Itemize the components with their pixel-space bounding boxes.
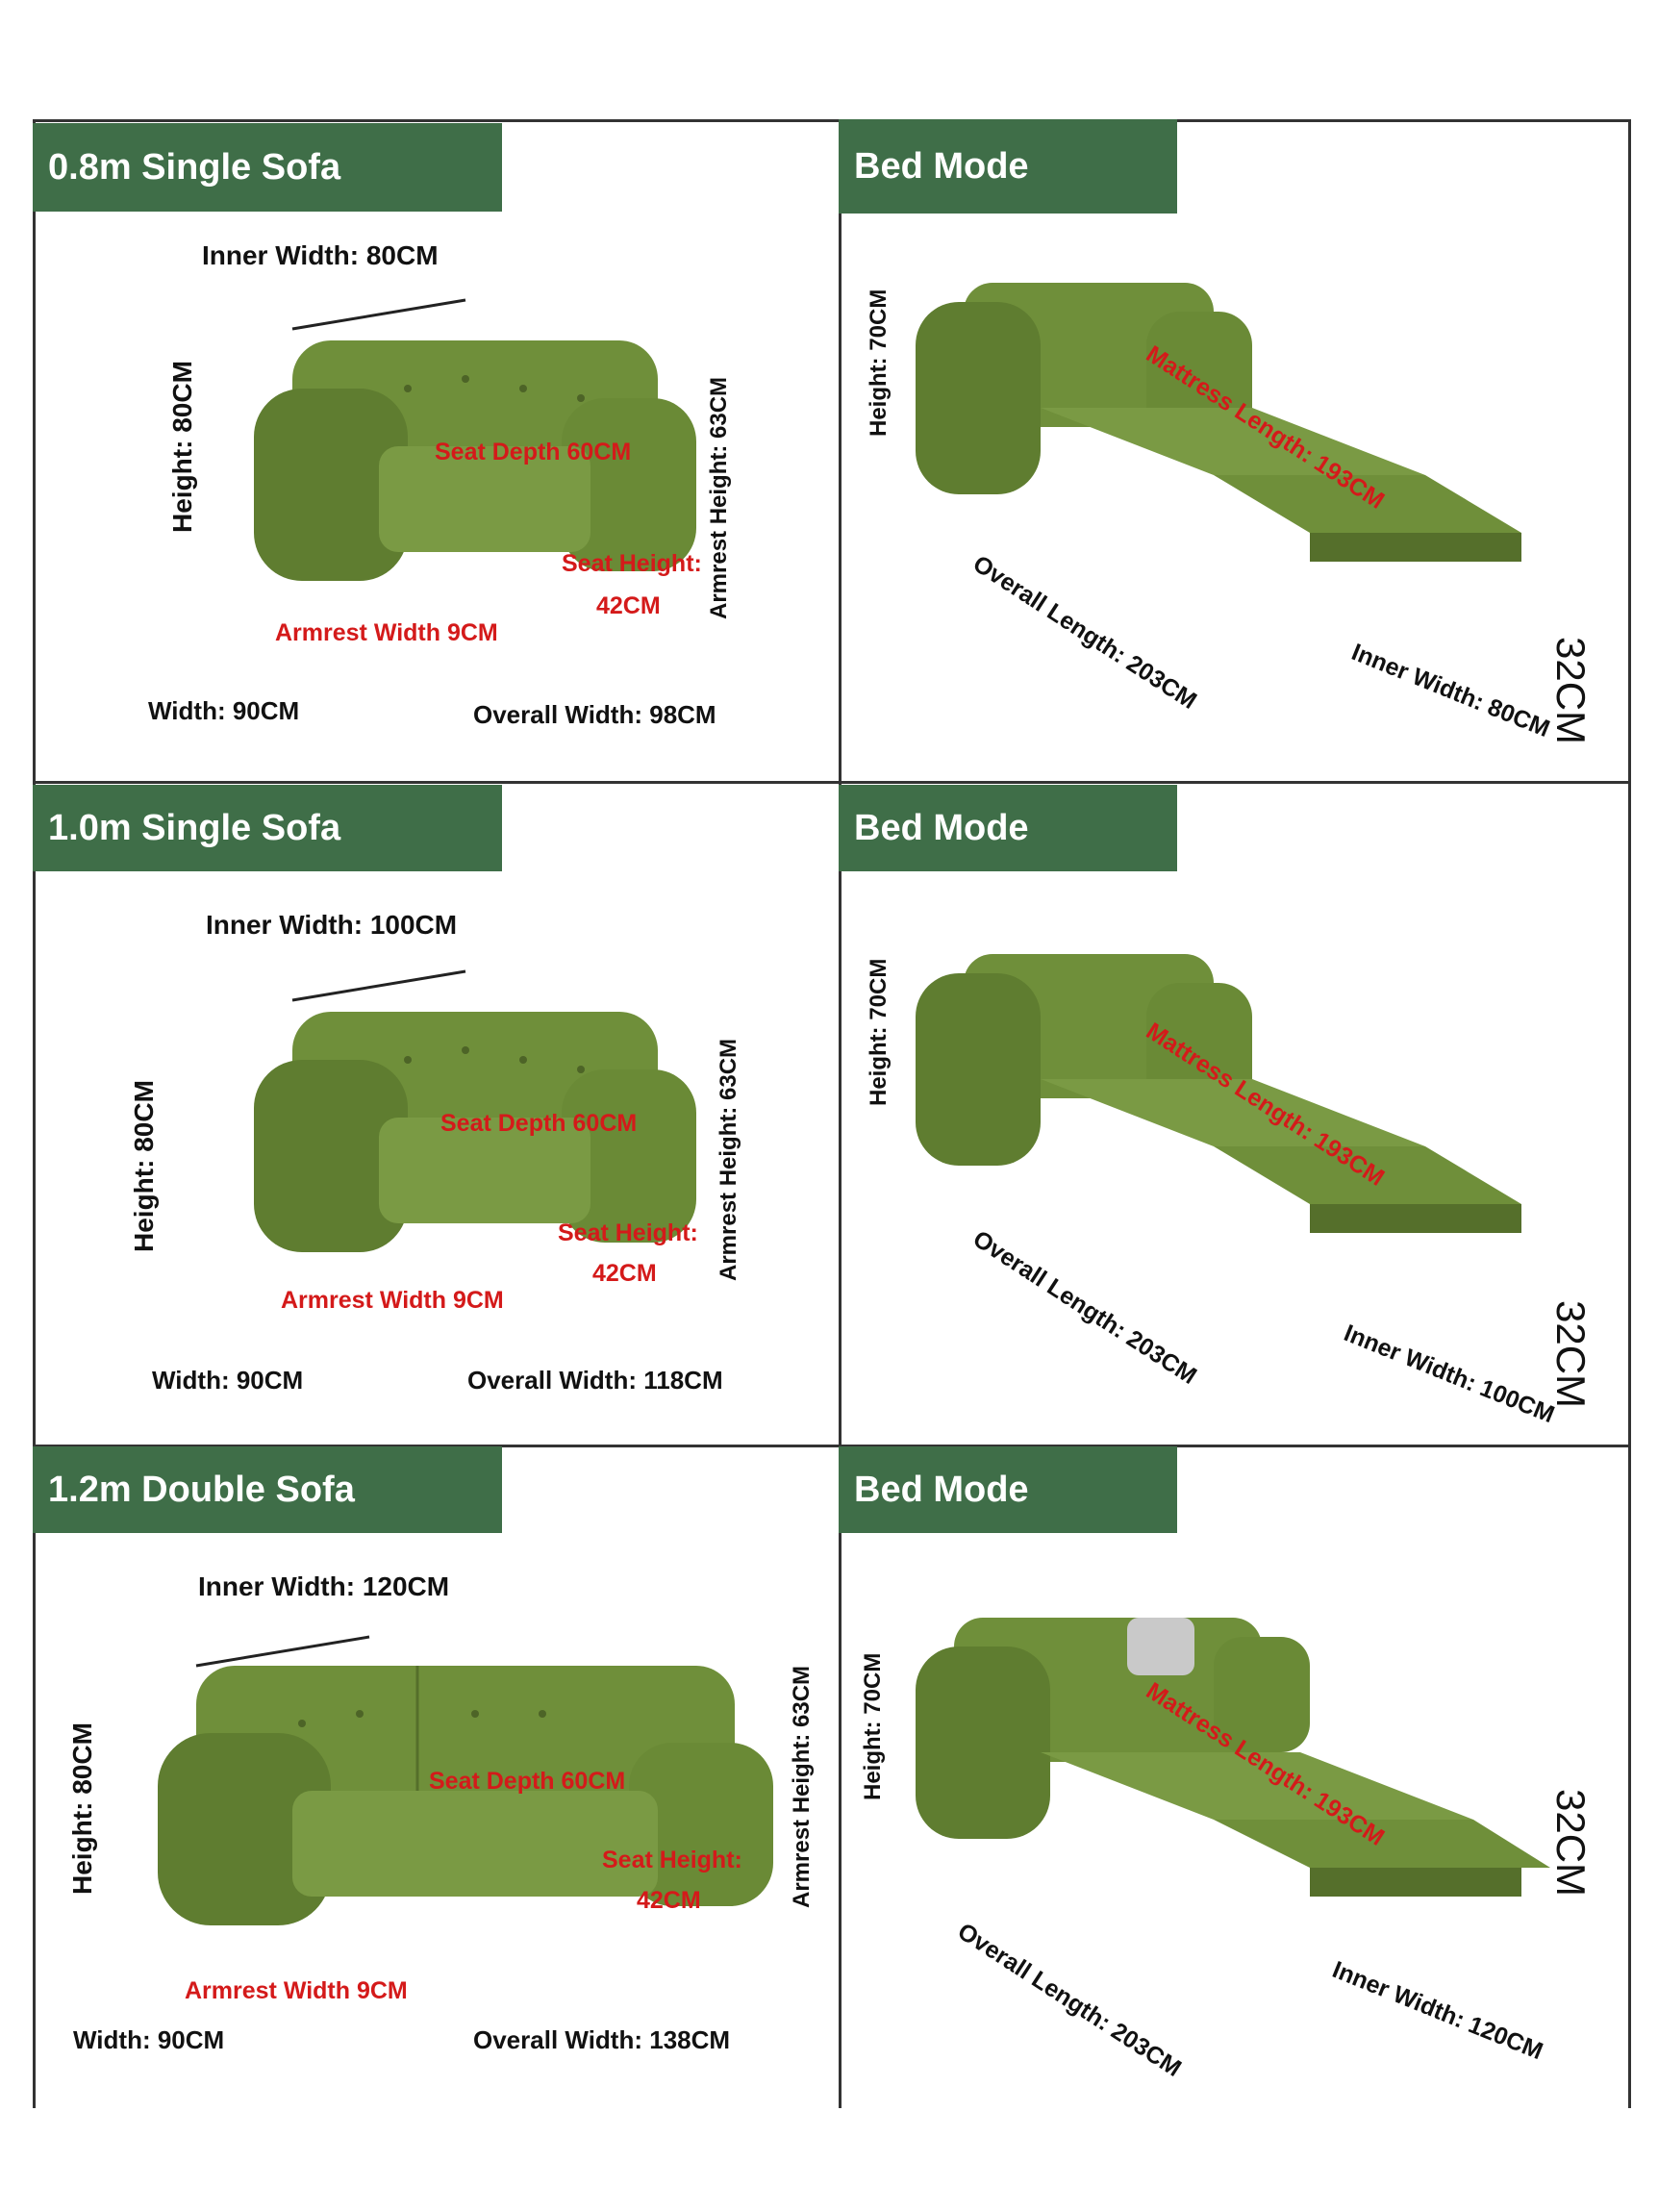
- bed-illustration: [916, 1618, 1550, 1897]
- seat-height-value: 42CM: [592, 1260, 657, 1287]
- inner-width-label: Inner Width: 100CM: [1340, 1320, 1559, 1429]
- height-label: Height: 70CM: [860, 1652, 886, 1800]
- panel-header: Bed Mode: [839, 785, 1177, 871]
- inner-width-label: Inner Width: 80CM: [202, 240, 439, 270]
- panel-bed-08: Bed Mode Height: 70CM Mattress Length: 1…: [839, 119, 1631, 781]
- overall-width-label: Overall Width: 98CM: [473, 700, 716, 729]
- overall-width-label: Overall Width: 138CM: [473, 2025, 731, 2054]
- grid-left-border: [33, 119, 36, 2108]
- seat-depth-label: Seat Depth 60CM: [440, 1110, 638, 1137]
- panel-header: Bed Mode: [839, 119, 1177, 214]
- grid-row-divider-2: [33, 1445, 1631, 1447]
- armrest-width-label: Armrest Width 9CM: [281, 1287, 504, 1314]
- height-label: Height: 80CM: [129, 1080, 159, 1252]
- inner-width-label: Inner Width: 120CM: [1328, 1956, 1547, 2066]
- inner-width-label: Inner Width: 120CM: [198, 1571, 450, 1601]
- height-label: Height: 70CM: [866, 289, 892, 437]
- height-label: Height: 70CM: [866, 958, 892, 1106]
- width-label: Width: 90CM: [148, 696, 300, 725]
- height-label: Height: 80CM: [167, 361, 197, 533]
- seat-height-value: 42CM: [637, 1887, 701, 1914]
- grid-right-border: [1628, 119, 1631, 2108]
- overall-width-label: Overall Width: 118CM: [467, 1366, 723, 1395]
- seat-height-label: Seat Height:: [562, 550, 702, 577]
- height-label: Height: 80CM: [67, 1722, 97, 1895]
- width-label: Width: 90CM: [152, 1366, 304, 1395]
- panel-sofa-12: 1.2m Double Sofa Inner Width: 120CM Heig…: [33, 1445, 839, 2108]
- armrest-width-label: Armrest Width 9CM: [275, 619, 498, 646]
- sofa-illustration: [158, 1635, 773, 1925]
- panel-header: 1.2m Double Sofa: [33, 1446, 502, 1533]
- seat-height-label: Seat Height:: [558, 1219, 698, 1246]
- panel-header: 1.0m Single Sofa: [33, 785, 502, 871]
- grid-row-divider-1: [33, 781, 1631, 784]
- sofa-illustration: [254, 969, 696, 1252]
- seat-depth-label: Seat Depth 60CM: [429, 1768, 626, 1795]
- spec-grid: [33, 119, 1631, 2108]
- panel-bed-10: Bed Mode Height: 70CM Mattress Length: 1…: [839, 781, 1631, 1445]
- mattress-height-label: 32CM: [1548, 1300, 1594, 1409]
- armrest-height-label: Armrest Height: 63CM: [789, 1665, 815, 1908]
- bed-illustration: [916, 283, 1521, 562]
- grid-column-divider: [839, 119, 842, 2108]
- panel-header: 0.8m Single Sofa: [33, 123, 502, 212]
- overall-length-label: Overall Length: 203CM: [952, 1918, 1187, 2083]
- seat-depth-label: Seat Depth 60CM: [435, 439, 632, 465]
- armrest-height-label: Armrest Height: 63CM: [716, 1038, 741, 1281]
- panel-header: Bed Mode: [839, 1446, 1177, 1533]
- mattress-height-label: 32CM: [1548, 1789, 1594, 1898]
- panel-sofa-10: 1.0m Single Sofa Inner Width: 100CM Heig…: [33, 781, 839, 1445]
- sofa-illustration: [254, 298, 696, 581]
- inner-width-label: Inner Width: 100CM: [206, 910, 458, 940]
- armrest-width-label: Armrest Width 9CM: [185, 1977, 408, 2004]
- inner-width-label: Inner Width: 80CM: [1347, 639, 1554, 743]
- mattress-height-label: 32CM: [1548, 637, 1594, 745]
- seat-height-label: Seat Height:: [602, 1847, 742, 1873]
- bed-illustration: [916, 954, 1521, 1233]
- panel-bed-12: Bed Mode Height: 70CM Mattress Length: 1…: [839, 1445, 1631, 2108]
- armrest-height-label: Armrest Height: 63CM: [706, 376, 732, 619]
- panel-sofa-08: 0.8m Single Sofa Inner Width: 80CM Heigh…: [33, 119, 839, 781]
- seat-height-value: 42CM: [596, 592, 661, 619]
- width-label: Width: 90CM: [73, 2025, 225, 2054]
- grid-top-border: [33, 119, 1631, 122]
